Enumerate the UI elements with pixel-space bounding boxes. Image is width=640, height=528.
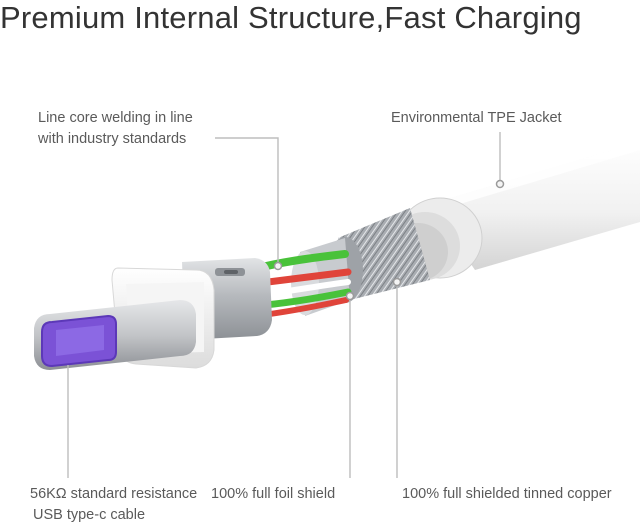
callout-copper-shield: 100% full shielded tinned copper <box>402 486 612 502</box>
callout-tpe-jacket: Environmental TPE Jacket <box>391 110 562 126</box>
callout-core-welding-line2: with industry standards <box>38 131 187 147</box>
callout-core-welding: Line core welding in line with industry … <box>38 108 193 150</box>
callout-foil-shield: 100% full foil shield <box>211 486 336 502</box>
callout-core-welding-line1: Line core welding in line <box>38 110 193 126</box>
callout-resistance-line2: USB type-c cable <box>33 507 146 523</box>
callout-resistance: 56KΩ standard resistance USB type-c cabl… <box>30 484 197 526</box>
tpe-jacket-cable <box>388 142 640 281</box>
page-title: Premium Internal Structure,Fast Charging <box>0 0 582 35</box>
leader-lines <box>67 132 501 478</box>
usb-c-plug <box>34 300 196 370</box>
callout-dots <box>273 179 505 301</box>
callout-resistance-line1: 56KΩ standard resistance <box>30 486 198 502</box>
